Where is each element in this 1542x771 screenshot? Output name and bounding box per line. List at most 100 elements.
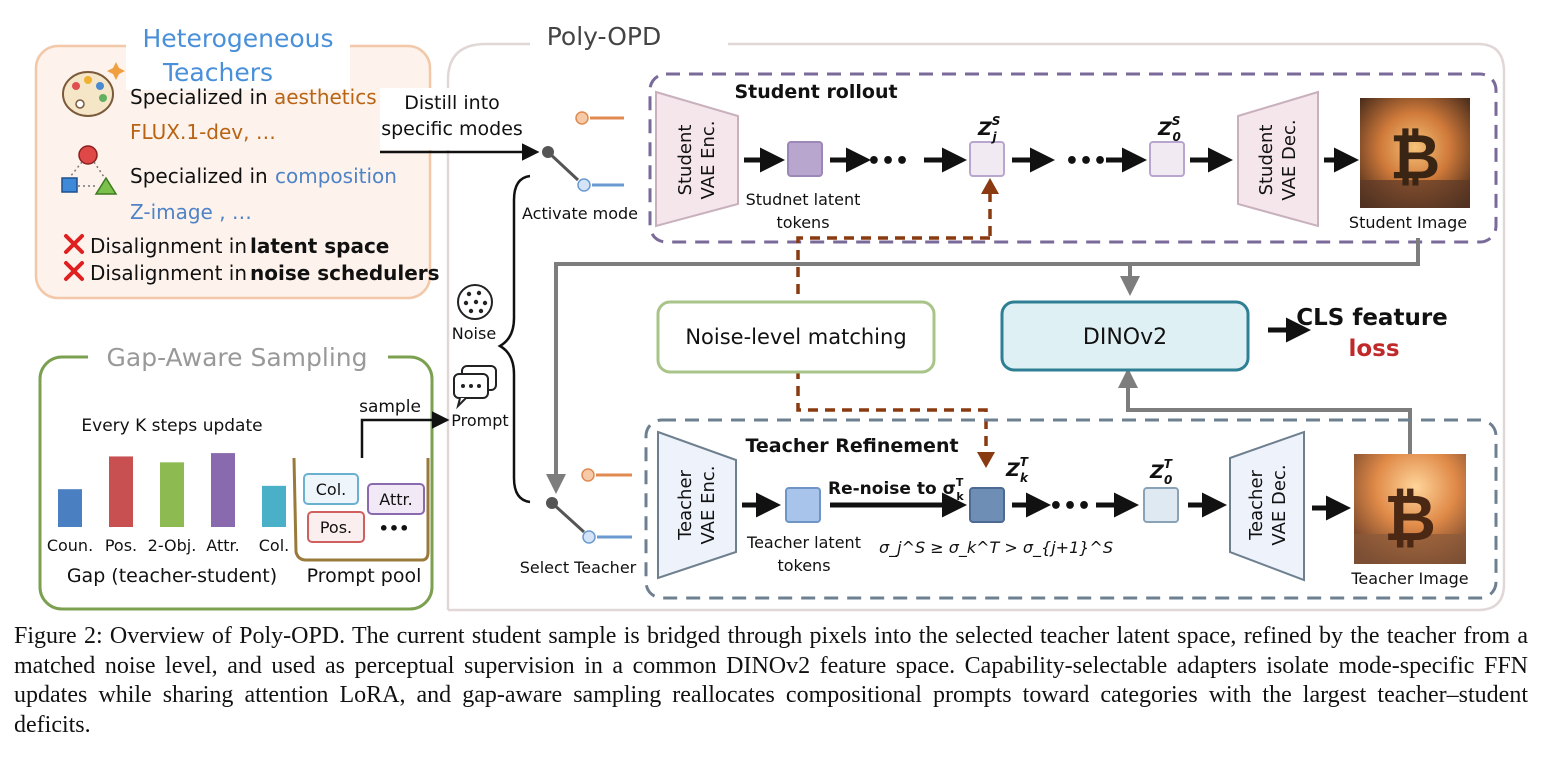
prompt-label: Prompt: [451, 411, 508, 430]
loss-label: loss: [1348, 336, 1399, 362]
aesthetics-word: aesthetics: [274, 85, 377, 109]
figure-caption: Figure 2: Overview of Poly-OPD. The curr…: [14, 623, 1528, 738]
teacher-image-label: Teacher Image: [1350, 569, 1468, 588]
student-enc-label-1: Student: [675, 125, 696, 196]
aesthetics-models: FLUX.1-dev, …: [130, 120, 276, 144]
ellipsis: •••: [1049, 494, 1091, 519]
noise-level-matching-box: [656, 300, 936, 374]
cross-icon: [64, 261, 84, 281]
dinov2-box: [1000, 300, 1250, 372]
gap-axis-label: Gap (teacher-student): [67, 565, 277, 587]
issue2-prefix: Disalignment in: [90, 261, 247, 285]
pool-item-ellipsis: •••: [379, 519, 410, 538]
teacher-to-dino-arrow: [1118, 368, 1412, 454]
student-image-label: Student Image: [1349, 213, 1467, 232]
gap-bar-label: Col.: [259, 536, 290, 555]
teacher-image: ₿: [1354, 454, 1466, 564]
teacher-zk-token: [969, 487, 1005, 523]
composition-icon: [61, 145, 118, 195]
teacher-latent-token: [785, 487, 821, 523]
chat-bubble-icon: [453, 365, 497, 410]
teachers-title-2: Teachers: [162, 58, 273, 87]
pixel-bridge-arrow: [546, 238, 1420, 494]
sigma-condition: σ_j^S ≥ σ_k^T > σ_{j+1}^S: [879, 538, 1113, 558]
aesthetics-prefix: Specialized in: [130, 85, 268, 109]
diagram-canvas: Heterogeneous Teachers Specialized in ae…: [34, 22, 1506, 612]
student-latent-token: [787, 141, 823, 177]
gap-bar-pos: [109, 456, 133, 527]
main-title: Poly-OPD: [547, 22, 662, 51]
poly-opd-frame: Poly-OPD: [446, 22, 1506, 612]
distill-label-2: specific modes: [381, 118, 523, 140]
sample-label: sample: [359, 397, 421, 417]
gap-aware-panel: Gap-Aware Sampling Every K steps update …: [38, 340, 450, 611]
teacher-switch: [546, 468, 632, 544]
sample-arrow: [360, 411, 450, 458]
teacher-latent-label-1: Teacher latent: [746, 533, 861, 552]
mode-switch: [542, 111, 624, 192]
pool-item: [303, 473, 359, 505]
gap-bar-label: Coun.: [47, 536, 93, 555]
ellipsis: •••: [1065, 149, 1107, 174]
gap-update-label: Every K steps update: [81, 416, 262, 436]
svg-text:₿: ₿: [1390, 120, 1441, 193]
teacher-title: Teacher Refinement: [745, 435, 958, 457]
input-brace: [497, 174, 531, 504]
issue1-bold: latent space: [250, 234, 389, 258]
teacher-dec-label-1: Teacher: [1246, 469, 1267, 540]
distill-label-1: Distill into: [404, 92, 500, 114]
noise-link-arrowhead: [981, 178, 999, 194]
student-enc-label-2: VAE Enc.: [698, 121, 719, 200]
student-rollout-panel: Student rollout Student VAE Enc. Studnet…: [648, 72, 1498, 244]
gap-bar-col: [262, 485, 286, 527]
teacher-vae-encoder: [657, 430, 737, 580]
noise-link: [796, 236, 990, 446]
cls-feature-label: CLS feature: [1296, 305, 1448, 331]
student-vae-decoder: [1237, 90, 1319, 228]
gap-bar-attr: [211, 453, 235, 527]
prompt-pool-label: Prompt pool: [307, 565, 422, 587]
select-teacher-label: Select Teacher: [520, 558, 637, 577]
composition-word: composition: [275, 164, 397, 188]
gap-title: Gap-Aware Sampling: [107, 343, 368, 372]
issue2-bold: noise schedulers: [250, 261, 440, 285]
pool-item: [307, 511, 365, 543]
teacher-z0-token: [1143, 487, 1179, 523]
gap-bar-label: Pos.: [105, 536, 137, 555]
gap-bar-label: Attr.: [206, 536, 239, 555]
teacher-vae-decoder: [1229, 430, 1305, 582]
student-title: Student rollout: [734, 81, 897, 103]
composition-models: Z-image , …: [130, 200, 252, 224]
teacher-dec-label-2: VAE Dec.: [1269, 464, 1290, 545]
teachers-panel: Heterogeneous Teachers Specialized in ae…: [34, 22, 440, 300]
svg-text:₿: ₿: [1384, 482, 1436, 556]
noise-label: Noise: [452, 324, 496, 343]
teacher-enc-label-1: Teacher: [675, 469, 696, 540]
noise-level-matching-label: Noise-level matching: [685, 325, 906, 349]
gap-bar-coun: [58, 489, 82, 527]
student-dec-label-1: Student: [1256, 125, 1277, 196]
teacher-latent-label-2: tokens: [777, 556, 830, 575]
activate-mode-label: Activate mode: [522, 204, 638, 223]
teacher-refinement-panel: Teacher Refinement Teacher VAE Enc. Teac…: [644, 418, 1498, 600]
pool-item: [367, 483, 425, 515]
noise-icon: [457, 284, 493, 320]
teachers-title-1: Heterogeneous: [142, 24, 333, 53]
gap-bar-chart: Coun. Pos. 2-Obj. Attr. Col.: [47, 453, 289, 555]
prompt-pool-container: [292, 457, 430, 562]
pool-item-label: Pos.: [320, 518, 352, 537]
noise-link-arrowhead: [977, 452, 995, 468]
gap-bar-label: 2-Obj.: [148, 536, 197, 555]
ellipsis: •••: [867, 149, 909, 174]
teacher-enc-label-2: VAE Enc.: [698, 466, 719, 545]
issue1-prefix: Disalignment in: [90, 234, 247, 258]
pool-item-label: Col.: [316, 480, 347, 499]
student-latent-label-2: tokens: [776, 213, 829, 232]
student-dec-label-2: VAE Dec.: [1279, 119, 1300, 200]
dinov2-label: DINOv2: [1083, 325, 1167, 350]
